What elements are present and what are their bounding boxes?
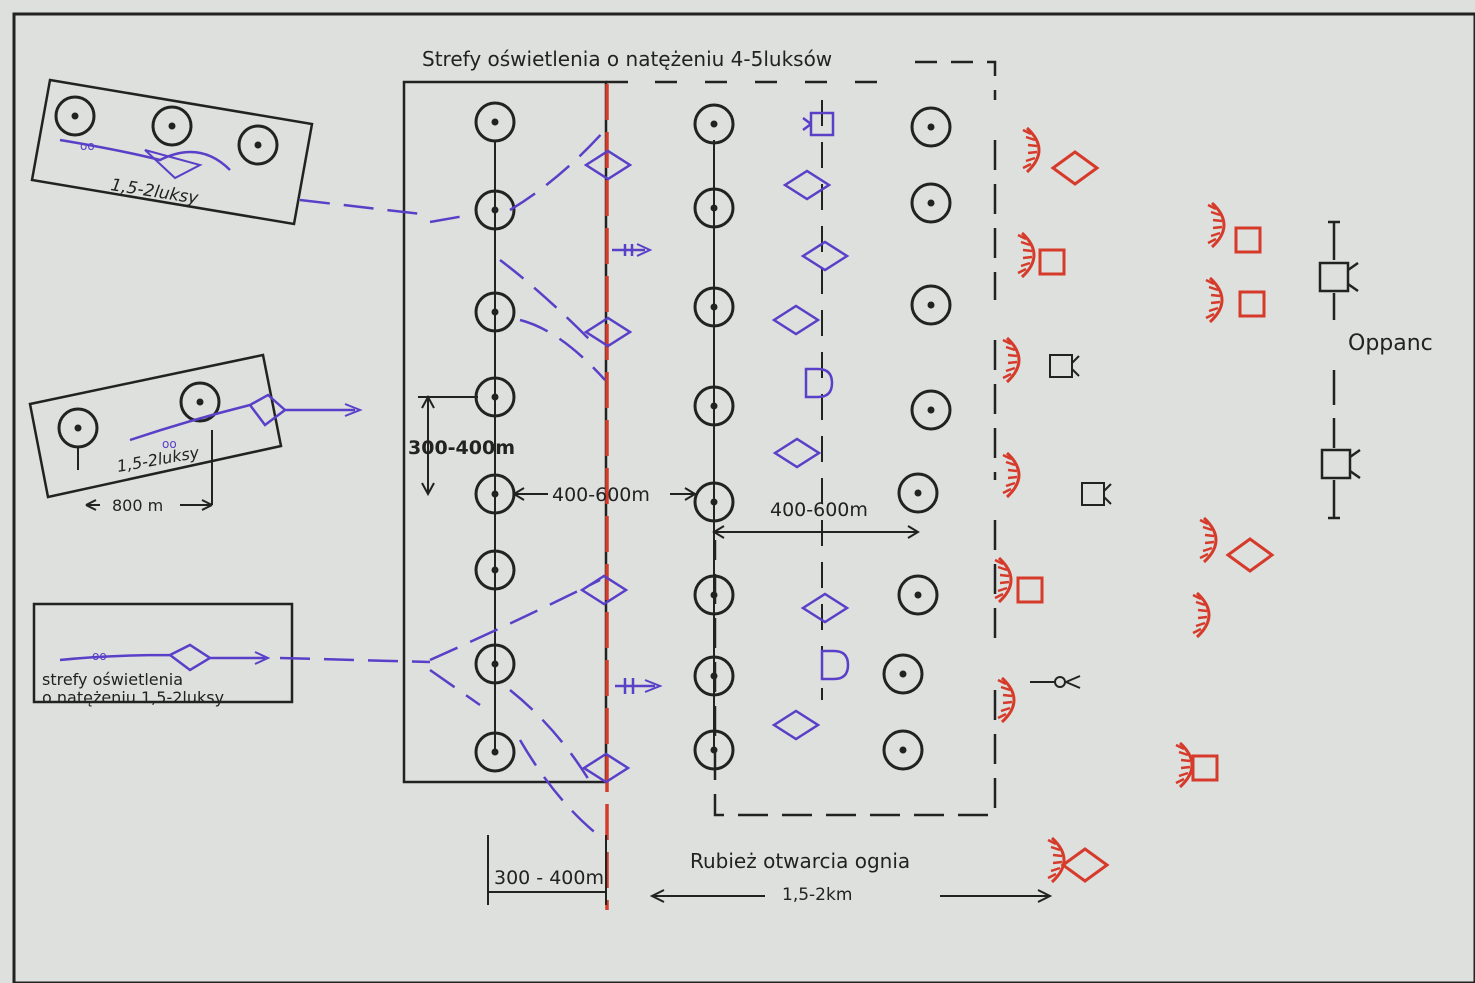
spacing-right-label: 400-600m [770,499,868,521]
spacing-bottom-label: 300 - 400m [494,867,604,889]
blue-symbols [772,100,850,741]
machine-gun-symbol [1030,675,1081,689]
oppanc-label: Oppanc [1348,331,1433,356]
svg-text:oo: oo [80,139,95,153]
main-zone-rect [402,80,608,784]
frame-border [12,12,1475,983]
zone-box-top: oo 1,5-2luksy [30,78,314,226]
lamp-column-3 [882,106,952,771]
fire-distance-arrow [649,889,1053,903]
spacing-vertical-label: 300-400m [408,437,515,459]
fire-line-label: Rubież otwarcia ognia [690,849,910,873]
zone-bottom-label-1: strefy oświetlenia [42,670,183,689]
blue-routes [279,129,606,836]
zone-middle-label: 1,5-2luksy [115,443,201,476]
dimension-bottom [487,835,607,905]
zone-top-label: 1,5-2luksy [109,175,200,209]
oppanc-legend [1318,220,1361,520]
dimension-vertical [418,394,478,497]
zone-bottom-label-2: o natężeniu 1,5-2luksy [42,688,224,707]
main-zone-title: Strefy oświetlenia o natężeniu 4-5luksów [422,47,832,71]
enemy-positions [993,126,1274,884]
svg-text:oo: oo [92,649,107,663]
fire-distance-label: 1,5-2km [782,885,852,905]
zone-box-bottom: oo strefy oświetlenia o natężeniu 1,5-2l… [32,602,294,707]
distance-800-label: 800 m [112,496,163,515]
lamp-column-2 [693,103,735,771]
dimension-right [712,525,920,539]
lamp-column-1 [474,101,516,773]
svg-text:oo: oo [162,437,177,451]
zone-box-middle: 800 m oo 1,5-2luksy [28,353,363,516]
spacing-mid-label: 400-600m [552,484,650,506]
dimension-mid [512,487,697,501]
